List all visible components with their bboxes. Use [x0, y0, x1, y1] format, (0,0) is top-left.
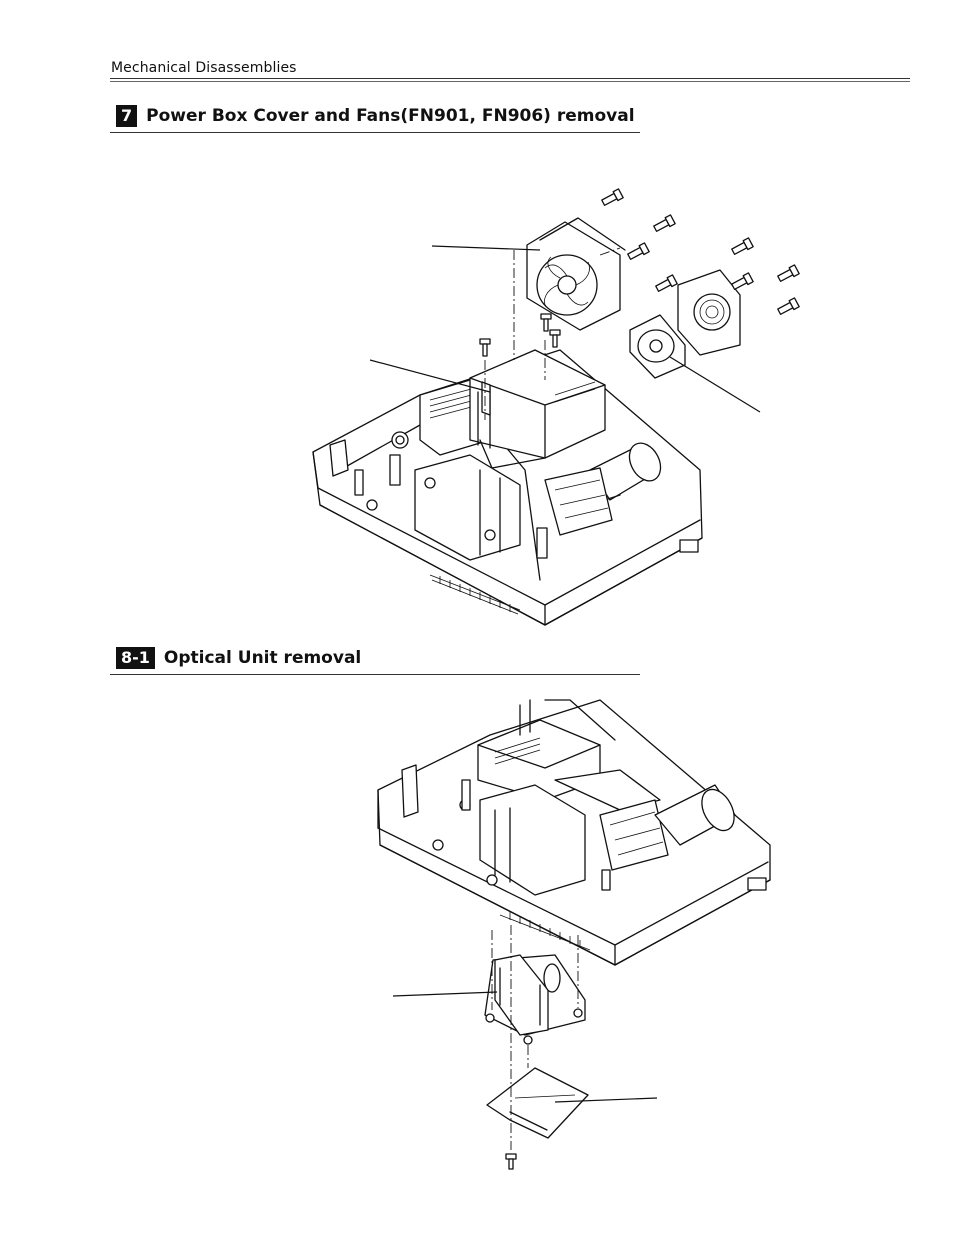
screw-bottom — [505, 1153, 517, 1170]
fan-bracket — [677, 269, 741, 356]
leader-optical-unit — [392, 991, 498, 997]
section-7-number-badge: 7 — [116, 105, 138, 127]
section-8-1-number-badge: 8-1 — [116, 647, 155, 669]
leader-fan-large — [431, 245, 541, 251]
section-8-1-heading: 8-1 Optical Unit removal — [116, 647, 361, 669]
projector-chassis-2 — [377, 699, 771, 966]
section-7-rule — [110, 132, 640, 133]
power-box-cover — [469, 349, 606, 469]
header-rule — [110, 78, 910, 79]
running-header: Mechanical Disassemblies — [111, 60, 297, 76]
large-fan — [526, 217, 626, 331]
section-8-1-title: Optical Unit removal — [163, 648, 362, 668]
section-7-title: Power Box Cover and Fans(FN901, FN906) r… — [146, 106, 635, 126]
screws-section-7 — [479, 188, 800, 357]
lamp-cover-plate — [486, 1067, 589, 1139]
header-rule-secondary — [110, 81, 910, 82]
optical-unit — [484, 954, 586, 1045]
leader-power-box-cover — [369, 359, 491, 393]
section-8-1-rule — [110, 674, 640, 675]
leader-fan-small — [669, 356, 761, 413]
section-7-heading: 7 Power Box Cover and Fans(FN901, FN906)… — [116, 105, 635, 127]
small-fan — [629, 314, 686, 379]
leader-cover-plate — [554, 1097, 658, 1103]
